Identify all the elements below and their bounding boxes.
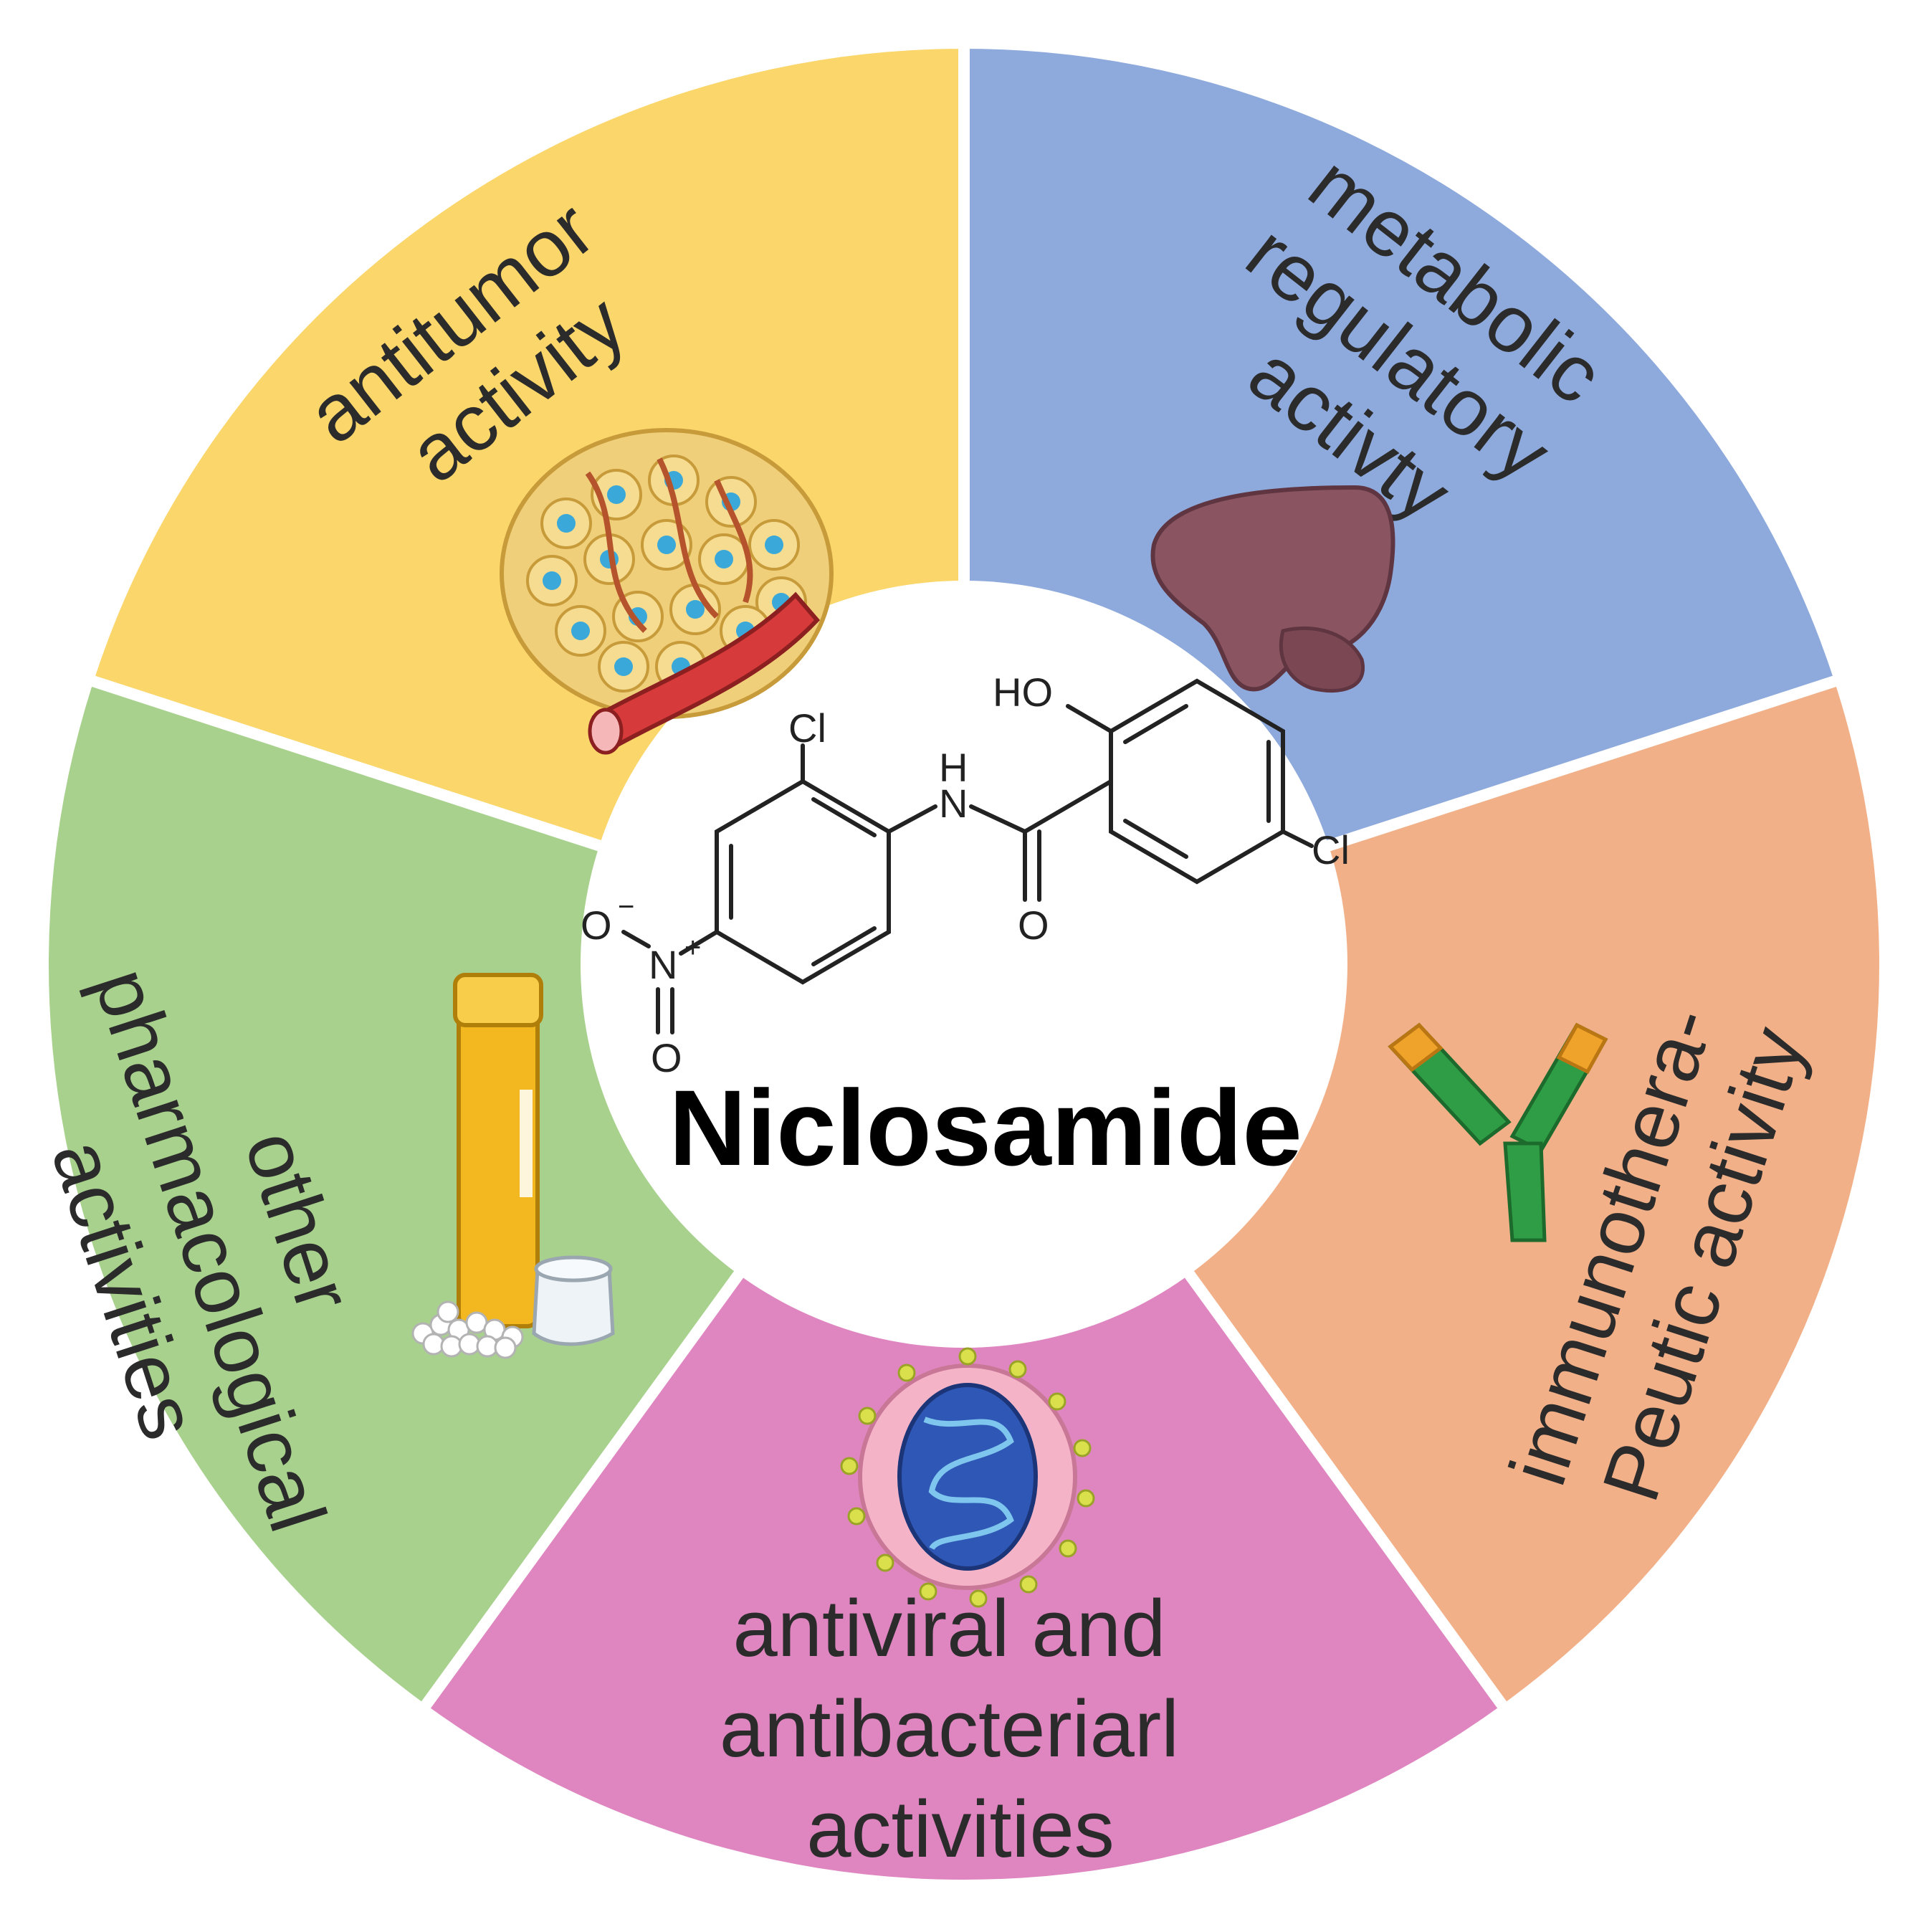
atom-o-bottom: O <box>651 1035 682 1080</box>
atom-n-amide: N <box>939 781 968 826</box>
pill-vial-icon <box>411 973 615 1359</box>
antiviral-line-1: antiviral and <box>732 1584 1165 1673</box>
center-circle <box>581 581 1347 1348</box>
antibody-icon <box>1388 1022 1608 1242</box>
atom-plus: + <box>684 932 701 963</box>
antiviral-line-2: antibacteriarl <box>720 1684 1179 1774</box>
atom-o-carbonyl: O <box>1018 903 1049 948</box>
center-title: Niclosamide <box>669 1067 1302 1188</box>
atom-minus: − <box>618 891 634 923</box>
atom-h: H <box>939 745 968 790</box>
antiviral-label: antiviral and antibacteriarl activities <box>720 1584 1201 1874</box>
virus-icon <box>840 1347 1095 1608</box>
antiviral-line-3: activities <box>806 1784 1114 1874</box>
atom-cl-left: Cl <box>788 705 826 751</box>
atom-cl-right: Cl <box>1312 827 1350 872</box>
atom-ho: HO <box>993 670 1053 715</box>
atom-o-minus: O <box>581 903 612 948</box>
atom-n-nitro: N <box>649 942 677 987</box>
niclosamide-structure: Cl N H O HO Cl N + O − O <box>581 670 1350 1080</box>
liver-icon <box>1150 485 1395 693</box>
tumor-cells-icon <box>500 428 834 755</box>
